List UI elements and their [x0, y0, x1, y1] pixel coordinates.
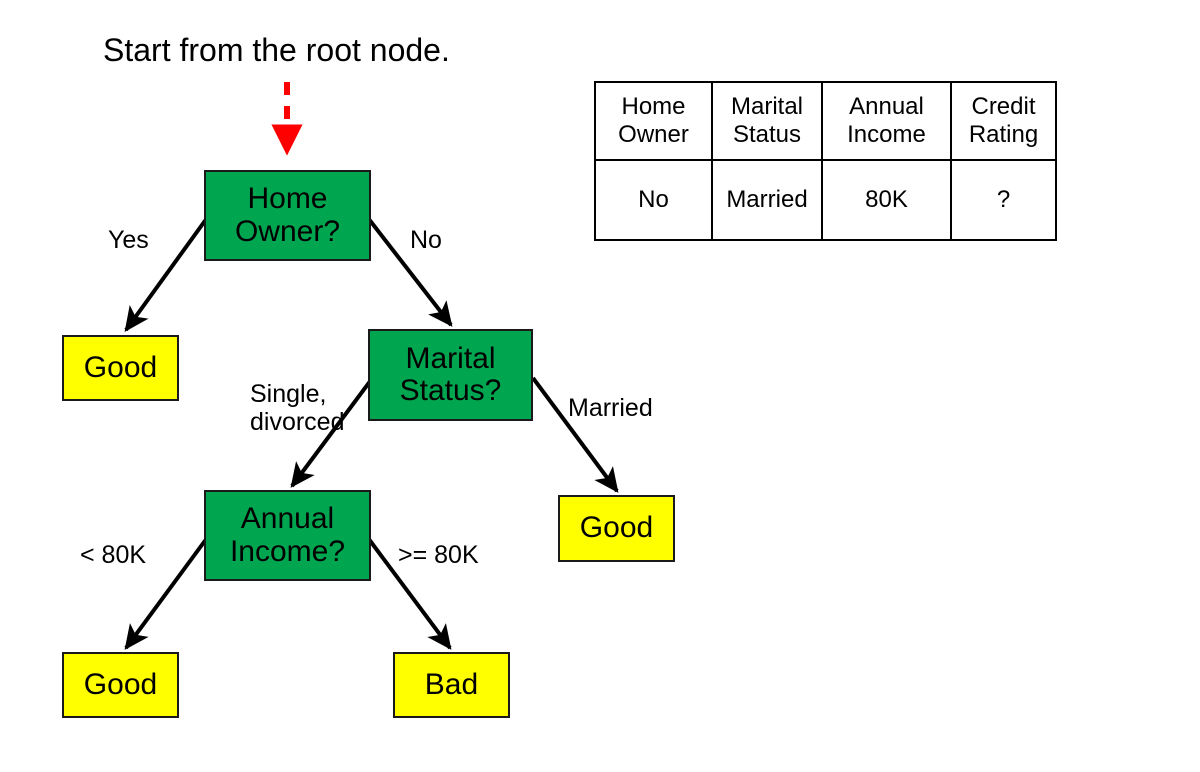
table-header-row: Home Owner Marital Status Annual Income … — [594, 81, 1057, 161]
tree-node-annual-income[interactable]: Annual Income? — [204, 490, 371, 581]
edge-label-yes: Yes — [108, 226, 149, 254]
edge-label-gte-80k: >= 80K — [398, 541, 479, 569]
node-label: Annual Income? — [229, 502, 346, 568]
tree-leaf-good-lt80k[interactable]: Good — [62, 652, 179, 718]
table-row: No Married 80K ? — [594, 159, 1057, 241]
node-label: Good — [83, 350, 158, 384]
table-cell-marital-status: Married — [711, 159, 823, 241]
table-header-credit-rating: Credit Rating — [950, 81, 1057, 161]
caption-text: Start from the root node. — [103, 32, 450, 68]
test-record-table: Home Owner Marital Status Annual Income … — [594, 81, 1057, 241]
table-cell-credit-rating: ? — [950, 159, 1057, 241]
edge-label-single-divorced: Single, divorced — [250, 380, 345, 436]
edge-label-married: Married — [568, 394, 653, 422]
tree-node-home-owner[interactable]: Home Owner? — [204, 170, 371, 261]
edge-label-no: No — [410, 226, 442, 254]
table-header-annual-income: Annual Income — [821, 81, 952, 161]
tree-leaf-bad-gte80k[interactable]: Bad — [393, 652, 510, 718]
node-label: Marital Status? — [399, 341, 502, 407]
node-label: Good — [83, 667, 158, 701]
node-label: Bad — [424, 667, 479, 701]
tree-leaf-good-married[interactable]: Good — [558, 495, 675, 562]
edge-label-lt-80k: < 80K — [80, 541, 147, 569]
table-header-marital-status: Marital Status — [711, 81, 823, 161]
tree-node-marital-status[interactable]: Marital Status? — [368, 329, 533, 421]
table-cell-annual-income: 80K — [821, 159, 952, 241]
table-cell-home-owner: No — [594, 159, 713, 241]
node-label: Good — [579, 511, 654, 545]
table-header-home-owner: Home Owner — [594, 81, 713, 161]
tree-leaf-good-yes[interactable]: Good — [62, 335, 179, 401]
node-label: Home Owner? — [234, 182, 341, 248]
